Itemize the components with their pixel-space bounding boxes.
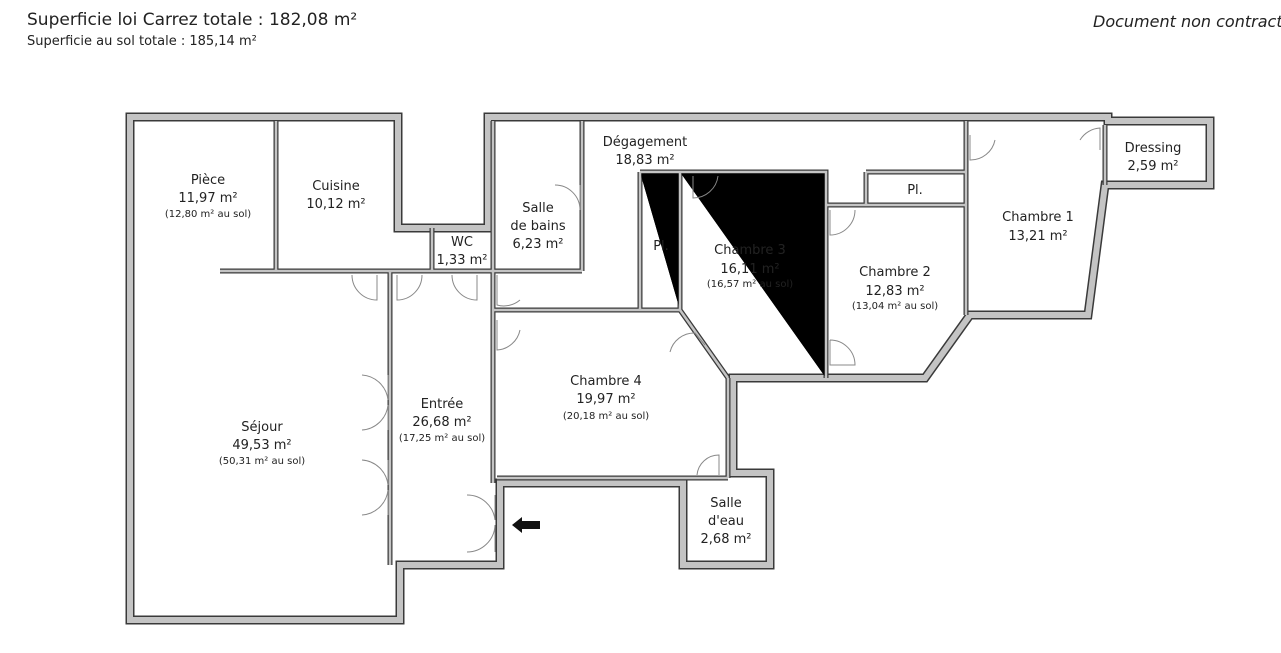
carrez-total: Superficie loi Carrez totale : 182,08 m² — [27, 10, 358, 30]
svg-text:(20,18 m² au sol): (20,18 m² au sol) — [563, 411, 649, 422]
svg-text:18,83 m²: 18,83 m² — [615, 153, 674, 168]
svg-text:d'eau: d'eau — [708, 514, 744, 529]
svg-text:(50,31 m² au sol): (50,31 m² au sol) — [219, 456, 305, 467]
svg-text:10,12 m²: 10,12 m² — [306, 197, 365, 212]
room-wc: WC 1,33 m² — [437, 235, 488, 268]
svg-text:12,83 m²: 12,83 m² — [865, 284, 924, 299]
room-salle-d-eau: Salle d'eau 2,68 m² — [701, 496, 752, 547]
room-chambre-2: Chambre 2 12,83 m² (13,04 m² au sol) — [852, 265, 938, 312]
svg-text:(16,57 m² au sol): (16,57 m² au sol) — [707, 279, 793, 290]
svg-text:26,68 m²: 26,68 m² — [412, 415, 471, 430]
svg-text:Chambre 4: Chambre 4 — [570, 374, 642, 389]
room-salle-de-bains: Salle de bains 6,23 m² — [510, 201, 565, 252]
svg-text:(13,04 m² au sol): (13,04 m² au sol) — [852, 301, 938, 312]
disclaimer: Document non contractuel — [1093, 12, 1281, 31]
doors — [351, 127, 1101, 553]
svg-text:19,97 m²: 19,97 m² — [576, 392, 635, 407]
svg-text:Cuisine: Cuisine — [312, 179, 360, 194]
svg-text:Entrée: Entrée — [421, 397, 464, 412]
room-degagement: Dégagement 18,83 m² — [603, 135, 687, 168]
svg-text:16,11 m²: 16,11 m² — [720, 262, 779, 277]
svg-text:1,33 m²: 1,33 m² — [437, 253, 488, 268]
sol-total: Superficie au sol totale : 185,14 m² — [27, 34, 257, 49]
room-sejour: Séjour 49,53 m² (50,31 m² au sol) — [219, 420, 305, 467]
svg-text:11,97 m²: 11,97 m² — [178, 191, 237, 206]
svg-text:2,68 m²: 2,68 m² — [701, 532, 752, 547]
svg-text:Pièce: Pièce — [191, 173, 225, 188]
svg-text:(17,25 m² au sol): (17,25 m² au sol) — [399, 433, 485, 444]
svg-text:Dégagement: Dégagement — [603, 135, 687, 150]
svg-text:13,21 m²: 13,21 m² — [1008, 229, 1067, 244]
svg-text:49,53 m²: 49,53 m² — [232, 438, 291, 453]
svg-text:de bains: de bains — [510, 219, 565, 234]
svg-text:Salle: Salle — [710, 496, 741, 511]
svg-text:Dressing: Dressing — [1125, 141, 1182, 156]
room-chambre-1: Chambre 1 13,21 m² — [1002, 210, 1074, 244]
svg-text:Chambre 2: Chambre 2 — [859, 265, 931, 280]
svg-text:Séjour: Séjour — [241, 420, 283, 435]
room-chambre-4: Chambre 4 19,97 m² (20,18 m² au sol) — [563, 374, 649, 422]
svg-text:Salle: Salle — [522, 201, 553, 216]
room-chambre-3: Chambre 3 16,11 m² (16,57 m² au sol) — [707, 243, 793, 290]
svg-text:(12,80 m² au sol): (12,80 m² au sol) — [165, 209, 251, 220]
svg-text:Chambre 3: Chambre 3 — [714, 243, 786, 258]
svg-text:2,59 m²: 2,59 m² — [1128, 159, 1179, 174]
svg-text:Chambre 1: Chambre 1 — [1002, 210, 1074, 225]
room-placard-1: Pl. — [653, 239, 669, 254]
room-dressing: Dressing 2,59 m² — [1125, 141, 1182, 174]
room-pièce: Pièce 11,97 m² (12,80 m² au sol) — [165, 173, 251, 220]
svg-text:WC: WC — [451, 235, 473, 250]
outer-walls — [125, 112, 1215, 625]
svg-text:6,23 m²: 6,23 m² — [513, 237, 564, 252]
entrance-arrow-icon — [512, 517, 540, 533]
room-entree: Entrée 26,68 m² (17,25 m² au sol) — [399, 397, 485, 444]
room-placard-2: Pl. — [907, 183, 923, 198]
room-cuisine: Cuisine 10,12 m² — [306, 179, 365, 212]
interior-walls — [220, 121, 1108, 565]
